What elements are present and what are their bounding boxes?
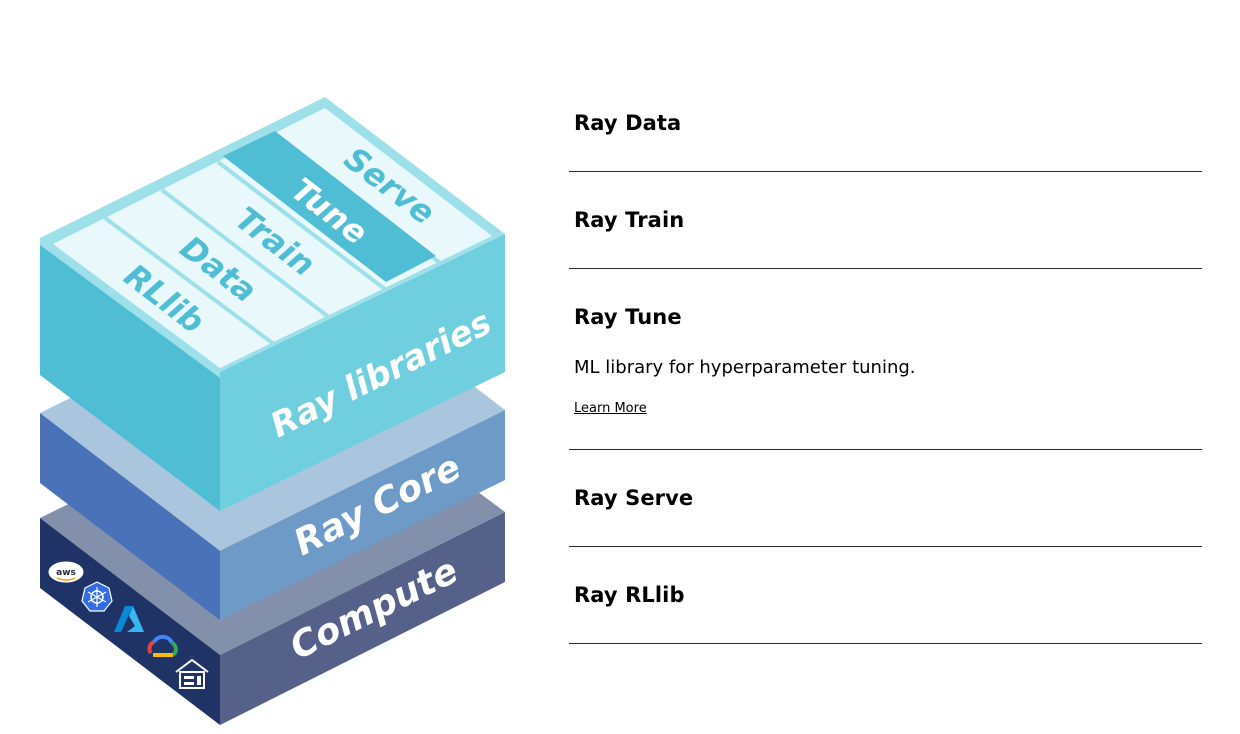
accordion-item-ray-train[interactable]: Ray Train [569, 172, 1202, 269]
core-layer-front [220, 410, 505, 620]
accordion-item-ray-serve[interactable]: Ray Serve [569, 450, 1202, 547]
azure-icon [114, 606, 144, 632]
ray-stack-diagram: Compute aws [40, 97, 505, 725]
svg-text:aws: aws [56, 568, 76, 578]
aws-icon: aws [47, 560, 85, 584]
google-cloud-icon [147, 634, 178, 657]
library-strip-tune-selected [223, 131, 436, 282]
compute-layer-side [40, 518, 220, 725]
accordion-title[interactable]: Ray RLlib [574, 583, 685, 607]
accordion-item-ray-rllib[interactable]: Ray RLlib [569, 547, 1202, 644]
accordion-item-ray-tune[interactable]: Ray Tune [569, 269, 1202, 450]
core-layer-side [40, 413, 220, 620]
kubernetes-icon [81, 581, 113, 612]
ray-tune-description: ML library for hyperparameter tuning. [574, 357, 916, 378]
libraries-layer-side [40, 238, 220, 511]
ray-libraries-accordion: Ray Data Ray Train Ray Tune Ray Serve Ra… [569, 75, 1202, 644]
libraries-layer: RLlib Data Train Tune Serve Ray librarie… [40, 97, 505, 511]
learn-more-link[interactable]: Learn More [574, 401, 647, 416]
accordion-title[interactable]: Ray Serve [574, 486, 694, 510]
accordion-item-ray-data[interactable]: Ray Data [569, 75, 1202, 172]
on-premise-server-icon [175, 658, 209, 689]
accordion-title[interactable]: Ray Train [574, 208, 685, 232]
libraries-layer-front [220, 234, 505, 511]
accordion-title[interactable]: Ray Tune [574, 305, 682, 329]
compute-layer-front [220, 512, 505, 725]
accordion-title[interactable]: Ray Data [574, 111, 682, 135]
